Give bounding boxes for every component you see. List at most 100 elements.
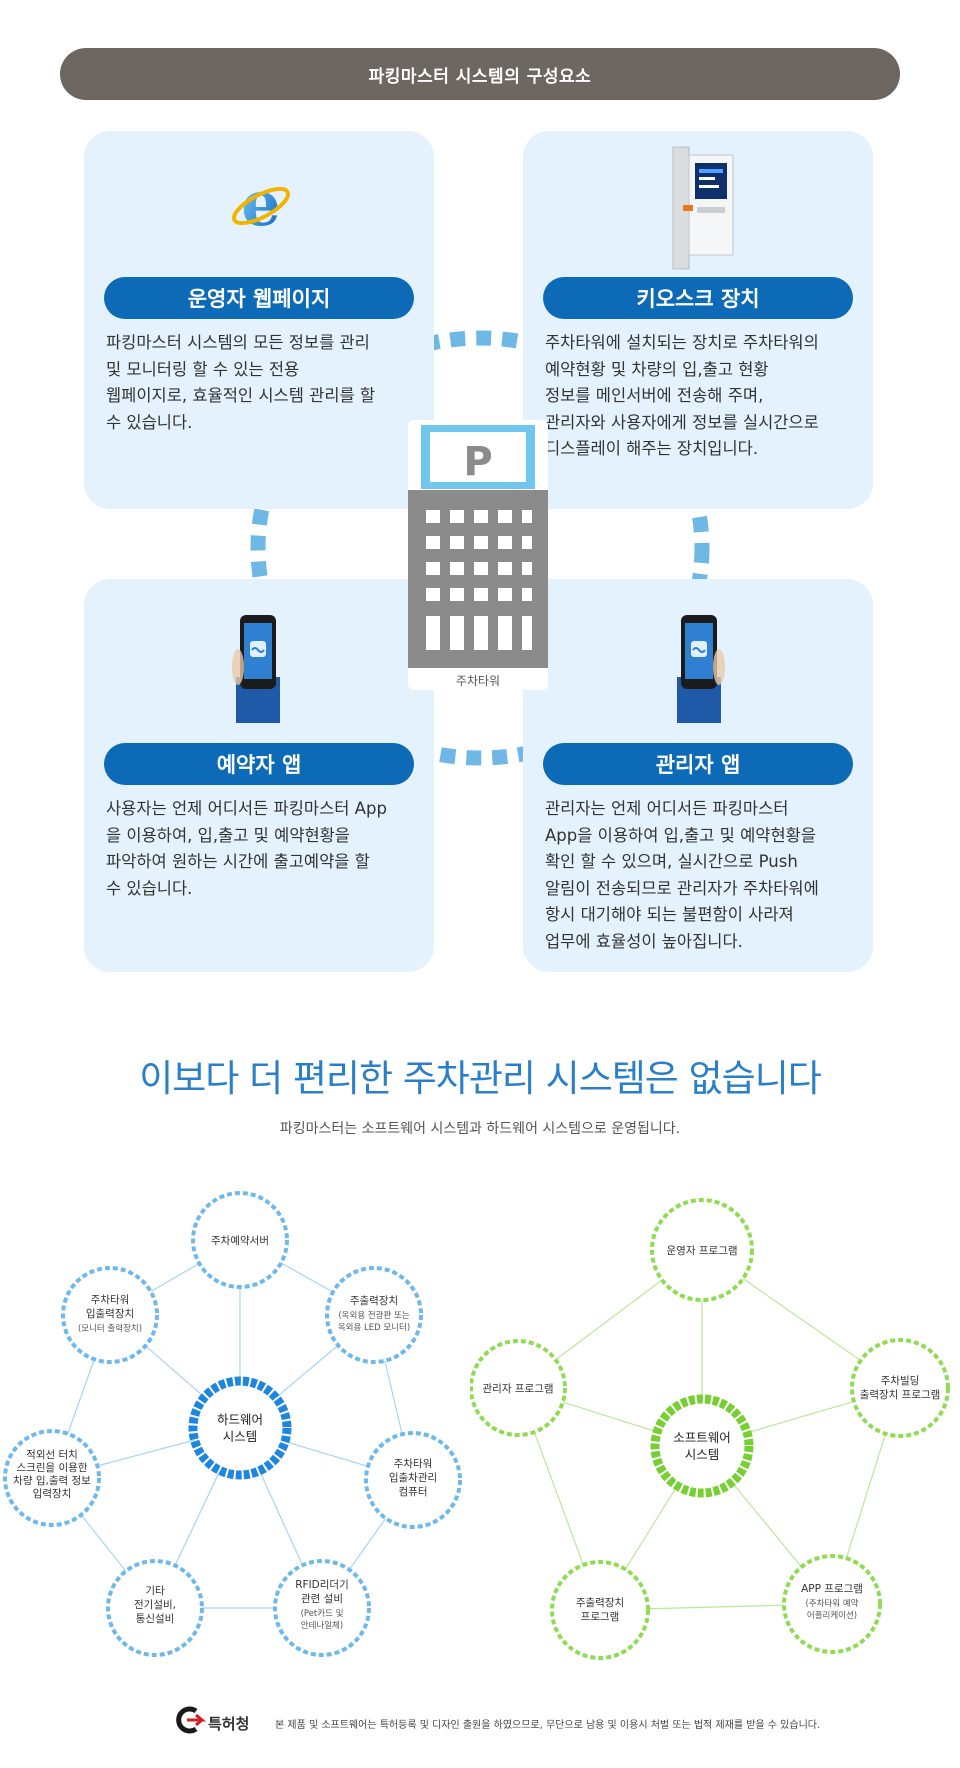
card-title-admin-app: 관리자 앱 xyxy=(543,743,853,785)
node-label: 스크린을 이용한 xyxy=(17,1462,88,1474)
desc-line: 수 있습니다. xyxy=(106,878,193,898)
dashed-ring xyxy=(250,330,710,766)
node-ir-touch xyxy=(3,1429,101,1527)
desc-line: 항시 대기해야 되는 불편함이 사라져 xyxy=(545,905,794,924)
node-sublabel: (옥외용 전광판 또는 xyxy=(338,1310,409,1321)
card-reserver-app: 예약자 앱 사용자는 언제 어디서든 파킹마스터 App 을 이용하여, 입,출… xyxy=(84,579,434,972)
node-label: 입출력장치 xyxy=(86,1307,134,1320)
node-label: 주출력장치 xyxy=(576,1597,624,1609)
desc-line: 파킹마스터 시스템의 모든 정보를 관리 xyxy=(106,333,370,352)
node-reserve-server xyxy=(191,1191,289,1289)
node-sublabel: 안테나일체) xyxy=(301,1620,343,1631)
parking-tower: P 주차타워 xyxy=(408,420,548,690)
desc-line: 예약현황 및 차량의 입,출고 현황 xyxy=(545,359,769,379)
desc-line: 사용자는 언제 어디서든 파킹마스터 App xyxy=(106,799,387,818)
hardware-diagram: 하드웨어 시스템 주차예약서버 주차타워 입출력장치 (모니터 출력장치) 주출… xyxy=(3,1191,462,1657)
card-kiosk: 키오스크 장치 주차타워에 설치되는 장치로 주차타워의 예약현황 및 차량의 … xyxy=(523,131,873,509)
card-title-kiosk: 키오스크 장치 xyxy=(543,277,853,319)
node-label: 주차타워 xyxy=(394,1457,433,1470)
smartphone-hand-icon xyxy=(677,615,725,723)
desc-line: 주차타워에 설치되는 장치로 주차타워의 xyxy=(545,333,819,352)
node-sublabel: 옥외용 LED 모니터) xyxy=(338,1322,410,1333)
node-label: 출력장치 프로그램 xyxy=(860,1389,941,1401)
desc-line: 파악하여 원하는 시간에 출고예약을 할 xyxy=(106,852,370,871)
subtitle: 파킹마스터는 소프트웨어 시스템과 하드웨어 시스템으로 운영됩니다. xyxy=(279,1121,681,1137)
node-tower-pc xyxy=(364,1431,462,1529)
node-manager-program xyxy=(470,1339,567,1437)
parking-sign: P xyxy=(463,439,492,485)
node-label: 입력장치 xyxy=(33,1487,72,1500)
hub-label: 시스템 xyxy=(223,1429,258,1444)
parking-tower-icon: P xyxy=(408,425,548,668)
node-output-device xyxy=(325,1266,423,1364)
node-sublabel: (Pet카드 및 xyxy=(301,1608,344,1619)
card-description: 사용자는 언제 어디서든 파킹마스터 App 을 이용하여, 입,출고 및 예약… xyxy=(106,796,416,902)
desc-line: 관리자와 사용자에게 정보를 실시간으로 xyxy=(545,412,819,432)
node-building-program xyxy=(850,1338,950,1438)
node-label: 컴퓨터 xyxy=(399,1486,428,1498)
node-label: 기타 xyxy=(145,1585,165,1597)
card-title-text: 예약자 앱 xyxy=(216,753,302,777)
node-sublabel: 어플리케이션) xyxy=(807,1610,857,1621)
patent-office-logo-text: 특허청 xyxy=(208,1715,250,1733)
desc-line: 업무에 효율성이 높아집니다. xyxy=(545,931,743,951)
node-sublabel: (주차타워 예약 xyxy=(806,1598,859,1609)
desc-line: 알림이 전송되므로 관리자가 주차타워에 xyxy=(545,878,819,898)
desc-line: 및 모니터링 할 수 있는 전용 xyxy=(106,359,300,379)
ie-browser-icon: e xyxy=(232,173,290,237)
node-operator-program xyxy=(650,1198,754,1302)
node-output-program xyxy=(550,1560,650,1660)
card-description: 주차타워에 설치되는 장치로 주차타워의 예약현황 및 차량의 입,출고 현황 … xyxy=(545,330,855,463)
section-title-banner: 파킹마스터 시스템의 구성요소 xyxy=(60,48,900,100)
kiosk-device-icon xyxy=(672,146,734,270)
slogan: 이보다 더 편리한 주차관리 시스템은 없습니다 xyxy=(139,1057,822,1100)
card-description: 파킹마스터 시스템의 모든 정보를 관리 및 모니터링 할 수 있는 전용 웹페… xyxy=(106,330,416,436)
card-admin-app: 관리자 앱 관리자는 언제 어디서든 파킹마스터 App을 이용하여 입,출고 … xyxy=(523,579,873,972)
parking-tower-label: 주차타워 xyxy=(455,674,501,688)
footer-notice: 본 제품 및 소프트웨어는 특허등록 및 디자인 출원을 하였으므로, 무단으로… xyxy=(275,1720,821,1731)
hub-label: 시스템 xyxy=(685,1447,720,1462)
node-etc xyxy=(106,1559,204,1657)
node-label: 주차타워 xyxy=(91,1293,130,1306)
card-title-text: 키오스크 장치 xyxy=(636,287,760,311)
node-label: APP 프로그램 xyxy=(801,1583,863,1595)
node-label: 관련 설비 xyxy=(301,1593,343,1605)
patent-office-logo-icon xyxy=(176,1706,206,1734)
node-label: 관리자 프로그램 xyxy=(483,1383,554,1395)
node-label: 적외선 터치 xyxy=(26,1449,78,1461)
desc-line: 관리자는 언제 어디서든 파킹마스터 xyxy=(545,799,789,818)
section-title: 파킹마스터 시스템의 구성요소 xyxy=(368,66,592,87)
node-label: 주차예약서버 xyxy=(211,1234,269,1247)
node-label: 주출력장치 xyxy=(350,1295,398,1307)
node-label: 차량 입,출력 정보 xyxy=(13,1474,91,1487)
desc-line: 수 있습니다. xyxy=(106,412,193,432)
hub-label: 하드웨어 xyxy=(217,1412,263,1427)
node-tower-input xyxy=(61,1266,159,1364)
node-app-program xyxy=(782,1554,882,1654)
card-title-text: 운영자 웹페이지 xyxy=(187,287,331,311)
node-label: 통신설비 xyxy=(136,1613,175,1625)
node-label: RFID리더기 xyxy=(295,1579,349,1591)
node-label: 입출차관리 xyxy=(389,1471,437,1484)
software-hub xyxy=(650,1394,754,1498)
node-sublabel: (모니터 출력장치) xyxy=(78,1323,142,1334)
desc-line: App을 이용하여 입,출고 및 예약현황을 xyxy=(545,825,816,845)
node-rfid xyxy=(273,1559,371,1657)
card-title-text: 관리자 앱 xyxy=(655,753,741,777)
node-label: 전기설비, xyxy=(134,1599,176,1611)
desc-line: 정보를 메인서버에 전송해 주며, xyxy=(545,386,764,405)
node-label: 운영자 프로그램 xyxy=(667,1245,738,1257)
node-label: 주차빌딩 xyxy=(881,1375,920,1387)
svg-text:e: e xyxy=(241,173,280,237)
card-title-operator-web: 운영자 웹페이지 xyxy=(104,277,414,319)
desc-line: 디스플레이 해주는 장치입니다. xyxy=(545,439,759,458)
software-diagram: 소프트웨어 시스템 운영자 프로그램 관리자 프로그램 주차빌딩 출력장치 프로… xyxy=(470,1198,950,1660)
desc-line: 을 이용하여, 입,출고 및 예약현황을 xyxy=(106,825,350,845)
smartphone-hand-icon xyxy=(232,615,280,723)
hub-label: 소프트웨어 xyxy=(673,1430,731,1445)
node-label: 프로그램 xyxy=(581,1611,620,1623)
card-description: 관리자는 언제 어디서든 파킹마스터 App을 이용하여 입,출고 및 예약현황… xyxy=(545,796,855,955)
card-operator-web: e 운영자 웹페이지 파킹마스터 시스템의 모든 정보를 관리 및 모니터링 할… xyxy=(84,131,434,509)
card-title-reserver-app: 예약자 앱 xyxy=(104,743,414,785)
hardware-hub xyxy=(188,1376,292,1480)
